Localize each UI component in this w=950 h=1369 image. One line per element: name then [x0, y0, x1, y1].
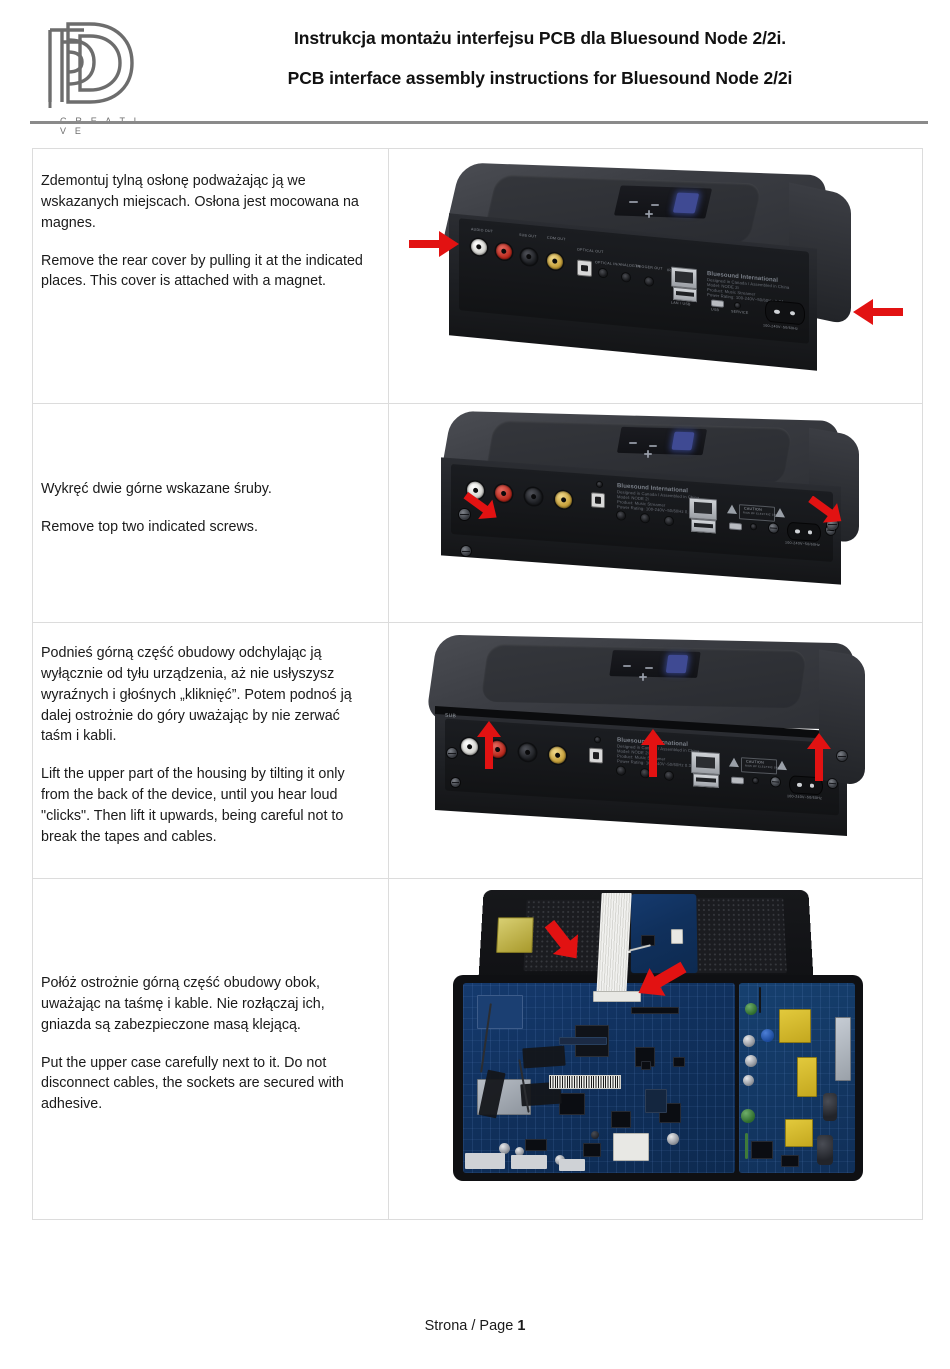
table-row: Wykręć dwie górne wskazane śruby. Remove…	[32, 403, 923, 623]
rca-jack-com	[549, 746, 566, 765]
device-photo-rear-with-cover: AUDIO OUT SUB OUT COM OUT OPTICAL OUT OP…	[389, 149, 922, 391]
step-3-text-en: Lift the upper part of the housing by ti…	[41, 766, 345, 845]
table-row: Podnieś górną część obudowy odchylając j…	[32, 622, 923, 879]
header-divider	[30, 121, 928, 124]
rca-jack-right	[489, 740, 506, 759]
rca-jack-sub	[521, 248, 537, 266]
step-4-text: Połóż ostrożnie górną część obudowy obok…	[33, 879, 388, 1219]
upper-housing	[477, 890, 814, 984]
iec-power-socket	[787, 521, 821, 543]
ethernet-port	[689, 497, 717, 521]
device-photo-cover-removed: Bluesound International Designed in Cana…	[389, 404, 922, 612]
arrow-right	[851, 299, 903, 325]
caution-label: CAUTION RISK OF ELECTRIC SHOCK	[741, 757, 784, 775]
rca-jack-sub	[525, 487, 542, 506]
step-2-text-en: Remove top two indicated screws.	[41, 518, 258, 535]
step-3-text-pl: Podnieś górną część obudowy odchylając j…	[41, 645, 352, 745]
step-1-text: Zdemontuj tylną osłonę podważając ją we …	[33, 149, 388, 403]
table-row: Połóż ostrożnie górną część obudowy obok…	[32, 878, 923, 1220]
page-footer: Strona / Page 1	[0, 1318, 950, 1334]
screw-top-left	[459, 509, 470, 520]
pd-monogram-icon	[48, 22, 134, 108]
header-titles: Instrukcja montażu interfejsu PCB dla Bl…	[150, 28, 930, 88]
step-3-text: Podnieś górną część obudowy odchylając j…	[33, 623, 388, 878]
optical-out-port	[577, 259, 592, 277]
rca-jack-right	[495, 484, 512, 503]
usb-a-port	[673, 286, 697, 303]
step-2-text: Wykręć dwie górne wskazane śruby. Remove…	[33, 404, 388, 622]
service-button	[735, 302, 740, 309]
rca-jack-sub	[519, 743, 536, 762]
ir-in-jack	[645, 277, 653, 286]
step-1-text-cell: Zdemontuj tylną osłonę podważając ją we …	[32, 148, 389, 404]
step-3-text-cell: Podnieś górną część obudowy odchylając j…	[32, 622, 389, 879]
ribbon-connector	[592, 991, 641, 1002]
transformer-top	[778, 1009, 811, 1043]
step-1-photo: AUDIO OUT SUB OUT COM OUT OPTICAL OUT OP…	[389, 149, 922, 391]
rca-jack-right	[496, 242, 512, 261]
screw-lower-left	[461, 546, 471, 556]
instruction-steps-table: Zdemontuj tylną osłonę podważając ją we …	[32, 148, 923, 1220]
transformer-mid	[796, 1057, 817, 1097]
trigger-out-jack	[622, 272, 630, 282]
step-4-photo	[389, 883, 922, 1213]
step-2-photo: Bluesound International Designed in Cana…	[389, 404, 922, 612]
table-row: Zdemontuj tylną osłonę podważając ją we …	[32, 148, 923, 404]
step-1-text-en: Remove the rear cover by pulling it at t…	[41, 252, 363, 290]
footer-page-label: Strona / Page	[424, 1318, 514, 1334]
iec-power-socket	[765, 299, 805, 326]
rca-jack-com	[547, 252, 563, 271]
step-2-image-cell: Bluesound International Designed in Cana…	[388, 403, 923, 623]
step-4-image-cell	[388, 878, 923, 1220]
title-english: PCB interface assembly instructions for …	[287, 68, 793, 89]
caution-label: CAUTION RISK OF ELECTRIC SHOCK	[739, 504, 782, 522]
iec-power-socket	[789, 775, 823, 796]
pd-creative-logo: C R E A T I V E	[28, 18, 143, 136]
logo-caption: C R E A T I V E	[60, 116, 136, 136]
footer-page-number: 1	[517, 1318, 526, 1334]
power-supply-board	[738, 983, 855, 1173]
step-3-photo: SUB Bluesound International Designed in …	[389, 623, 922, 868]
pcb-barcode	[548, 1075, 621, 1089]
analog-in-jack	[599, 268, 607, 278]
main-pcb	[462, 983, 735, 1173]
title-polish: Instrukcja montażu interfejsu PCB dla Bl…	[293, 28, 787, 48]
usb-a-port	[693, 773, 719, 788]
optical-out-port	[589, 747, 603, 764]
device-photo-housing-lifted: SUB Bluesound International Designed in …	[389, 623, 922, 868]
transformer-bottom	[784, 1119, 813, 1147]
rca-jack-com	[555, 490, 572, 509]
step-2-text-cell: Wykręć dwie górne wskazane śruby. Remove…	[32, 403, 389, 623]
step-4-text-en: Put the upper case carefully next to it.…	[41, 1054, 344, 1113]
ethernet-port	[691, 751, 720, 775]
step-1-text-pl: Zdemontuj tylną osłonę podważając ją we …	[41, 173, 359, 231]
rca-jack-left	[467, 481, 484, 500]
screw-bottom-center	[769, 523, 778, 533]
step-4-text-pl: Połóż ostrożnie górną część obudowy obok…	[41, 974, 325, 1033]
rca-jack-left	[471, 238, 487, 256]
antenna-shield	[495, 917, 534, 953]
step-1-image-cell: AUDIO OUT SUB OUT COM OUT OPTICAL OUT OP…	[388, 148, 923, 404]
screw-top-right	[827, 519, 838, 530]
device-photo-open-pcb	[420, 883, 891, 1183]
step-4-text-cell: Połóż ostrożnie górną część obudowy obok…	[32, 878, 389, 1220]
ethernet-port	[671, 266, 697, 290]
power-connector	[612, 1133, 649, 1161]
usb-a-port	[691, 518, 716, 534]
optical-out-port	[591, 492, 605, 509]
micro-usb-port	[729, 522, 742, 531]
step-2-text-pl: Wykręć dwie górne wskazane śruby.	[41, 480, 272, 497]
ribbon-cable	[595, 893, 632, 995]
page-header: C R E A T I V E Instrukcja montażu inter…	[0, 0, 950, 136]
step-3-image-cell: SUB Bluesound International Designed in …	[388, 622, 923, 879]
rca-jack-left	[461, 737, 478, 756]
micro-usb-port	[711, 299, 724, 308]
